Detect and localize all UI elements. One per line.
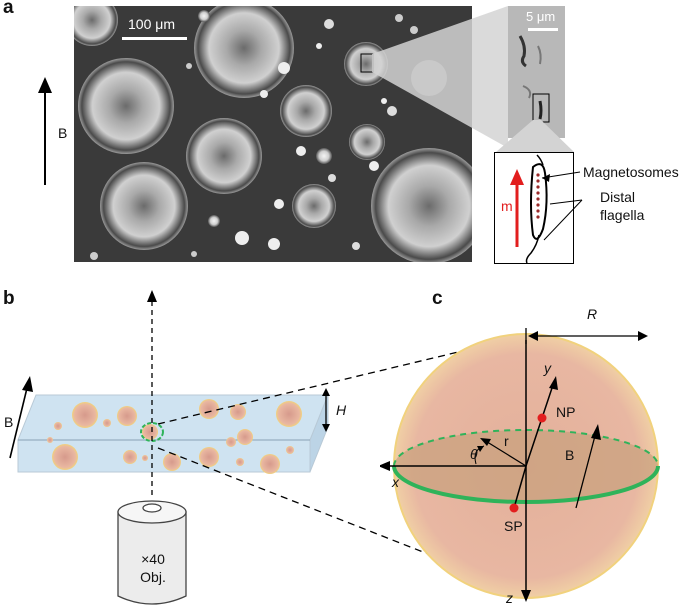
north-pole-label: NP — [556, 404, 576, 420]
panel-a-field-arrow — [38, 77, 52, 185]
north-pole-dot — [537, 413, 547, 423]
annotation-leaders — [541, 171, 583, 241]
x-axis-label: x — [392, 474, 399, 490]
chamber-droplets — [47, 399, 302, 474]
scalebar-main — [122, 37, 187, 40]
height-arrow — [322, 388, 330, 432]
panel-c-letter: c — [432, 288, 443, 309]
south-pole-label: SP — [504, 518, 523, 534]
panel-c-sphere — [380, 328, 660, 602]
schematic-cone — [496, 120, 574, 152]
x-axis — [380, 461, 526, 471]
objective-magnification: ×40 — [141, 551, 165, 567]
panel-a-letter: a — [3, 0, 14, 18]
objective-label: Obj. — [140, 569, 166, 585]
panel-c-field-arrow — [575, 424, 601, 509]
distal-flagella-label-1: Distal — [600, 189, 636, 205]
y-axis-label: y — [544, 360, 551, 376]
panel-b-field-arrow — [9, 376, 33, 459]
height-label: H — [336, 402, 347, 418]
panel-b-drawing — [9, 290, 330, 605]
bacterium-schematic: m — [494, 152, 574, 264]
panel-c-field-label: B — [565, 447, 575, 463]
r-label: r — [504, 433, 509, 449]
scalebar-zoom — [528, 28, 558, 31]
bacterium-drawing — [510, 154, 548, 264]
scalebar-zoom-label: 5 μm — [526, 9, 556, 24]
scalebar-main-label: 100 μm — [128, 16, 175, 32]
distal-flagella-label-2: flagella — [600, 207, 645, 223]
moment-label: m — [501, 198, 513, 214]
optical-axis — [147, 290, 157, 495]
magnetosomes-label: Magnetosomes — [583, 164, 679, 180]
equator-back — [393, 429, 659, 467]
radius-label: R — [587, 306, 598, 322]
zoom-cone — [372, 6, 508, 148]
objective — [117, 500, 187, 605]
south-pole-dot — [509, 503, 519, 513]
y-axis — [513, 376, 558, 509]
theta-label: θ — [470, 446, 478, 462]
panel-b-field-label: B — [4, 414, 14, 430]
r-vector — [480, 438, 527, 467]
panel-a-field-label: B — [58, 125, 68, 141]
panel-b-letter: b — [3, 288, 15, 309]
z-axis-label: z — [506, 590, 513, 606]
